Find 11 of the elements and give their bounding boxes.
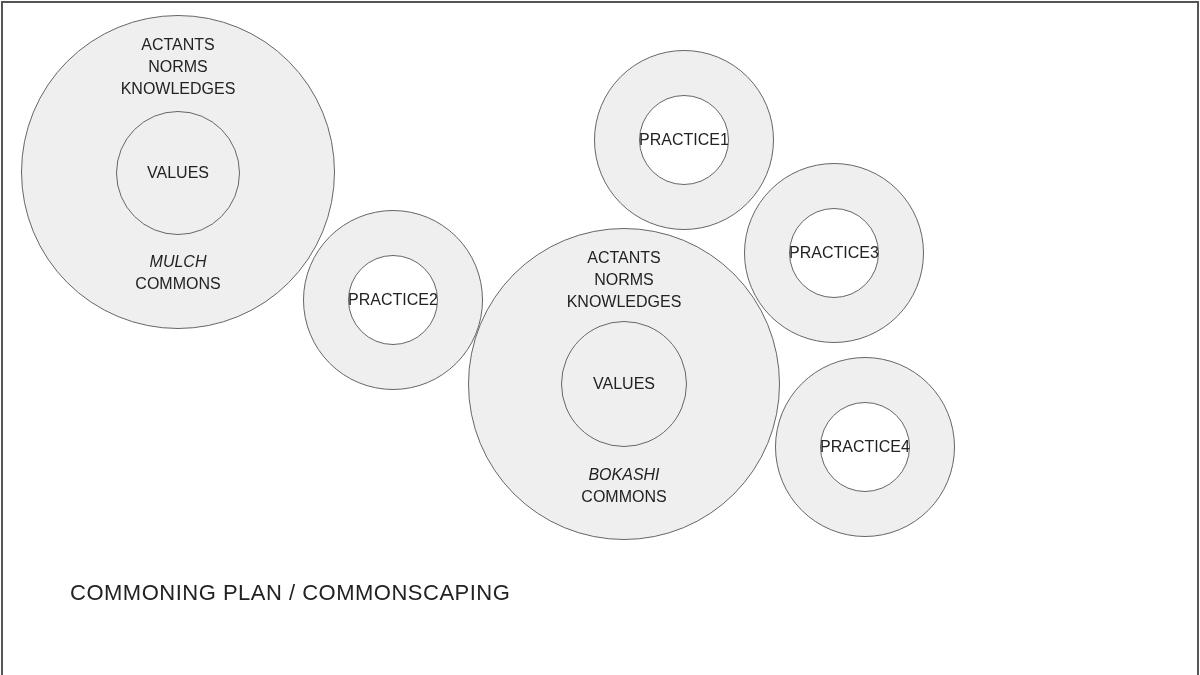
circle-label: PRACTICE4 bbox=[820, 438, 910, 456]
circle-label: VALUES bbox=[147, 164, 209, 182]
circle-label: PRACTICE3 bbox=[789, 244, 879, 262]
circle-label: PRACTICE1 bbox=[639, 131, 729, 149]
circle-label: PRACTICE2 bbox=[348, 291, 438, 309]
circle-label: BOKASHI COMMONS bbox=[581, 465, 667, 507]
caption: COMMONING PLAN / COMMONSCAPING bbox=[70, 580, 511, 606]
circle-label: ACTANTS NORMS KNOWLEDGES bbox=[120, 35, 236, 99]
circle-label: MULCH COMMONS bbox=[135, 252, 221, 294]
circle-label: ACTANTS NORMS KNOWLEDGES bbox=[566, 248, 682, 312]
circle-label: VALUES bbox=[593, 375, 655, 393]
